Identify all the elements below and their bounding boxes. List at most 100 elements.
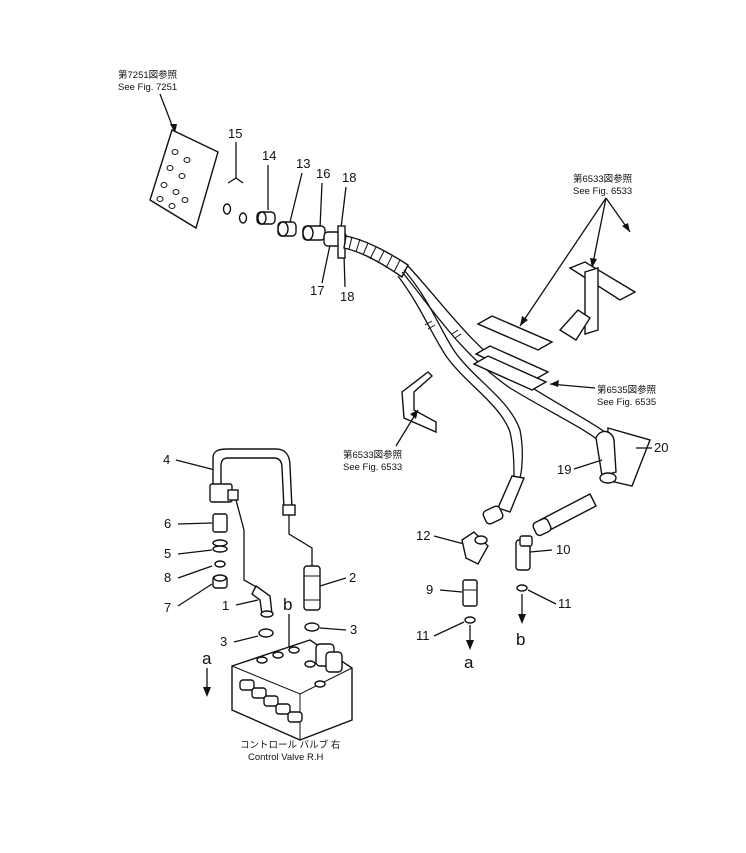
leader-11-right xyxy=(527,589,557,605)
part-8 xyxy=(214,560,226,568)
part-19-elbow xyxy=(595,430,617,484)
label-2: 2 xyxy=(349,570,356,585)
label-15: 15 xyxy=(228,126,242,141)
label-7: 7 xyxy=(164,600,171,615)
arrow-b-right-head xyxy=(518,614,526,624)
conn-b-left: b xyxy=(283,595,292,614)
part-9 xyxy=(462,579,478,607)
conn-b-right: b xyxy=(516,630,525,649)
leader-7 xyxy=(177,583,213,607)
part-11-right xyxy=(516,584,528,592)
arrow-7251 xyxy=(170,124,177,133)
arrow-a-left-head xyxy=(203,687,211,697)
leader-18-bottom xyxy=(343,254,346,288)
label-12: 12 xyxy=(416,528,430,543)
hose-left-inner xyxy=(397,275,515,479)
hose-fitting-left xyxy=(482,475,525,525)
label-16: 16 xyxy=(316,166,330,181)
leader-10 xyxy=(529,549,553,553)
arrow-6533-c xyxy=(622,223,630,232)
conn-a-right: a xyxy=(464,653,474,672)
part-2 xyxy=(303,565,321,611)
leader-13 xyxy=(289,172,303,223)
part-7 xyxy=(212,574,228,589)
part-14 xyxy=(256,211,276,225)
leader-19 xyxy=(573,459,603,470)
leader-6533-b xyxy=(591,197,607,269)
leader-1 xyxy=(235,599,259,606)
part-10 xyxy=(515,535,533,571)
ref-6533-top-jp: 第6533図参照 xyxy=(573,173,633,185)
leader-9 xyxy=(439,589,463,593)
arrow-6533-mid xyxy=(410,410,418,419)
ref-6535-jp: 第6535図参照 xyxy=(597,384,657,396)
label-6: 6 xyxy=(164,516,171,531)
label-10: 10 xyxy=(556,542,570,557)
arrow-6533-a xyxy=(520,316,528,326)
label-3-left: 3 xyxy=(220,634,227,649)
control-valve xyxy=(231,639,353,741)
leader-15 xyxy=(227,142,237,184)
hose-fitting-right xyxy=(532,493,597,537)
label-19: 19 xyxy=(557,462,571,477)
leader-12 xyxy=(433,535,465,545)
leader-6 xyxy=(177,522,213,525)
part-bracket-6533-mid xyxy=(401,371,437,434)
arrow-a-right-head xyxy=(466,640,474,650)
conn-a-left: a xyxy=(202,649,212,668)
leader-11-left xyxy=(433,621,465,637)
caption-en: Control Valve R.H xyxy=(248,752,323,763)
part-17-clamp xyxy=(323,225,347,259)
break-mark-2 xyxy=(427,324,436,330)
label-4: 4 xyxy=(163,452,170,467)
part-15-oring-a xyxy=(222,203,232,215)
leader-6533-a xyxy=(519,197,607,327)
label-14: 14 xyxy=(262,148,276,163)
part-6 xyxy=(212,513,228,533)
leader-18-top xyxy=(340,186,347,229)
leader-3-right xyxy=(319,627,347,631)
part-panel-7251 xyxy=(149,129,219,230)
part-1 xyxy=(251,584,274,618)
leader-4 xyxy=(175,459,216,471)
leader-15b xyxy=(235,177,244,184)
part-16 xyxy=(302,225,326,241)
ref-7251-jp: 第7251図参照 xyxy=(118,69,178,81)
label-11-left: 11 xyxy=(416,628,430,643)
hose-right-inner xyxy=(401,271,599,441)
hose-coil xyxy=(343,235,409,279)
label-5: 5 xyxy=(164,546,171,561)
label-13: 13 xyxy=(296,156,310,171)
ref-6535-en: See Fig. 6535 xyxy=(597,397,656,408)
ref-6533-top-en: See Fig. 6533 xyxy=(573,186,632,197)
part-3-left xyxy=(258,628,274,638)
label-20: 20 xyxy=(654,440,668,455)
label-18-top: 18 xyxy=(342,170,356,185)
leader-5 xyxy=(177,549,213,555)
part-3-right xyxy=(304,622,320,632)
leader-3-left xyxy=(233,635,259,643)
caption-jp: コントロール バルブ 右 xyxy=(240,739,340,751)
hose-left-outer xyxy=(403,269,523,479)
label-8: 8 xyxy=(164,570,171,585)
arrow-6535 xyxy=(550,380,559,387)
label-11-right: 11 xyxy=(558,596,572,611)
ref-7251-en: See Fig. 7251 xyxy=(118,82,177,93)
pipe-to-1 xyxy=(235,499,259,589)
leader-16 xyxy=(319,182,323,229)
part-straps xyxy=(472,315,554,391)
leader-8 xyxy=(177,565,213,579)
label-18-bottom: 18 xyxy=(340,289,354,304)
break-mark-1 xyxy=(424,320,433,326)
part-13 xyxy=(277,221,297,237)
pipe-to-2 xyxy=(288,515,313,566)
part-bracket-6533-top xyxy=(558,261,637,341)
ref-6533-mid-en: See Fig. 6533 xyxy=(343,462,402,473)
label-17: 17 xyxy=(310,283,324,298)
part-4-pipe xyxy=(209,448,296,516)
leader-17 xyxy=(321,244,331,284)
part-11-left xyxy=(464,616,476,624)
part-5 xyxy=(212,539,228,553)
